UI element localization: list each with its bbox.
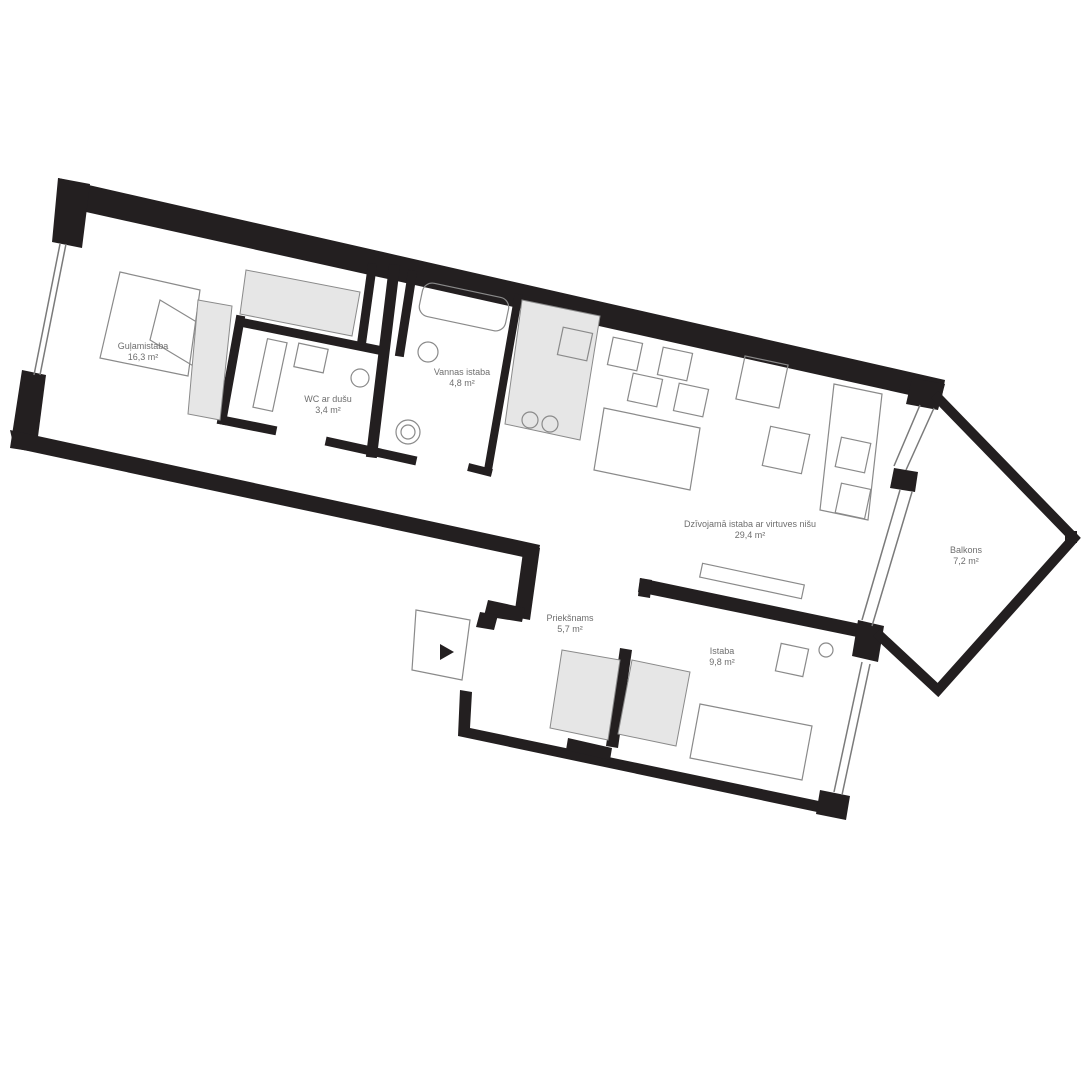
room-area: 29,4 m² (734, 530, 766, 540)
room-label-living: Dzīvojamā istaba ar virtuves nišu 29,4 m… (684, 519, 816, 541)
room-label-bedroom: Guļamistaba 16,3 m² (118, 341, 169, 363)
furniture (99, 269, 883, 781)
room-area: 7,2 m² (953, 556, 979, 566)
outer-walls (10, 178, 945, 820)
balcony-walls (872, 390, 1081, 698)
room-label-room: Istaba 9,8 m² (709, 646, 735, 668)
room-name: Istaba (709, 646, 735, 656)
windows (33, 243, 935, 796)
room-name: Dzīvojamā istaba ar virtuves nišu (683, 519, 817, 529)
room-label-balcony: Balkons 7,2 m² (950, 545, 982, 567)
room-name: Balkons (949, 545, 983, 555)
interior-walls (216, 262, 523, 477)
room-area: 3,4 m² (315, 405, 341, 415)
entrance-arrow-icon (440, 644, 454, 660)
room-name: WC ar dušu (304, 394, 352, 404)
room-area: 5,7 m² (557, 624, 583, 634)
room-label-bathroom: Vannas istaba 4,8 m² (434, 367, 490, 389)
room-area: 16,3 m² (127, 352, 159, 362)
room-name: Vannas istaba (433, 367, 491, 377)
room-area: 9,8 m² (709, 657, 735, 667)
room-label-hall: Priekšnams 5,7 m² (546, 613, 593, 635)
room-name: Guļamistaba (117, 341, 169, 351)
bed-icon (99, 271, 201, 377)
room-area: 4,8 m² (449, 378, 475, 388)
room-label-wc: WC ar dušu 3,4 m² (304, 394, 352, 416)
room-name: Priekšnams (546, 613, 594, 623)
